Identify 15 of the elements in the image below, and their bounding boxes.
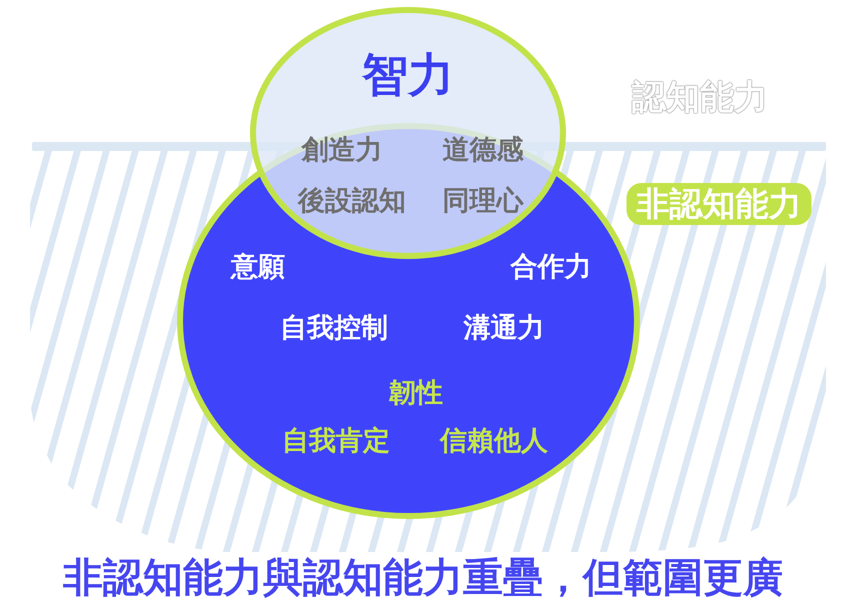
category-label: 認知能力 <box>632 78 768 118</box>
trait-label: 韌性 <box>389 377 443 409</box>
trait-label: 合作力 <box>510 251 592 283</box>
trait-label: 後設認知 <box>298 185 406 217</box>
trait-label: 創造力 <box>302 134 382 166</box>
caption: 非認知能力與認知能力重疊，但範圍更廣 <box>63 555 783 601</box>
circle-heading: 智力 <box>362 48 454 102</box>
trait-label: 意願 <box>231 251 285 283</box>
trait-label: 自我控制 <box>280 312 388 344</box>
trait-label: 溝通力 <box>464 312 544 344</box>
category-label: 非認知能力 <box>626 183 812 225</box>
trait-label: 信賴他人 <box>440 425 548 457</box>
trait-label: 道德感 <box>442 134 524 166</box>
trait-label: 同理心 <box>442 185 524 217</box>
trait-label: 自我肯定 <box>282 425 390 457</box>
